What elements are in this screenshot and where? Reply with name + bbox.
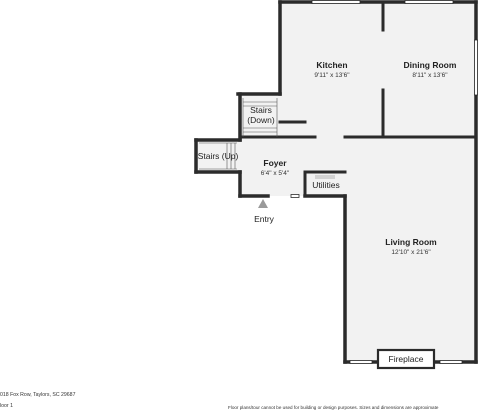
fireplace: Fireplace [376,348,436,370]
kitchen-name: Kitchen [316,60,347,70]
foyer-dims: 6'4" x 5'4" [261,170,290,177]
entry-arrow-icon [258,199,268,208]
kitchen-dims: 9'11" x 13'6" [314,72,350,79]
stairs-down-label: Stairs [250,105,272,115]
utilities-detail [315,175,335,179]
interior-walls [238,0,478,198]
utilities-label: Utilities [312,180,339,190]
dining-room-dims: 8'11" x 13'6" [412,72,448,79]
disclaimer-text: Floor plans/tour cannot be used for buil… [228,405,439,410]
living-room-dims: 12'10" x 21'6" [391,249,431,256]
address-text: 018 Fox Row, Taylors, SC 29687 [0,392,76,398]
floor-fill [196,2,476,362]
fireplace-label: Fireplace [389,354,424,364]
stairs-down [242,98,278,137]
stairs-down-sublabel: (Down) [247,115,275,125]
living-room-name: Living Room [385,237,437,247]
windows [290,0,478,364]
stairs-up-label: Stairs (Up) [198,151,239,161]
entry-label: Entry [254,214,275,224]
dining-room-name: Dining Room [404,60,457,70]
stairs-up [199,142,237,170]
foyer-name: Foyer [263,158,287,168]
floor-label: loor 1 [0,403,13,409]
